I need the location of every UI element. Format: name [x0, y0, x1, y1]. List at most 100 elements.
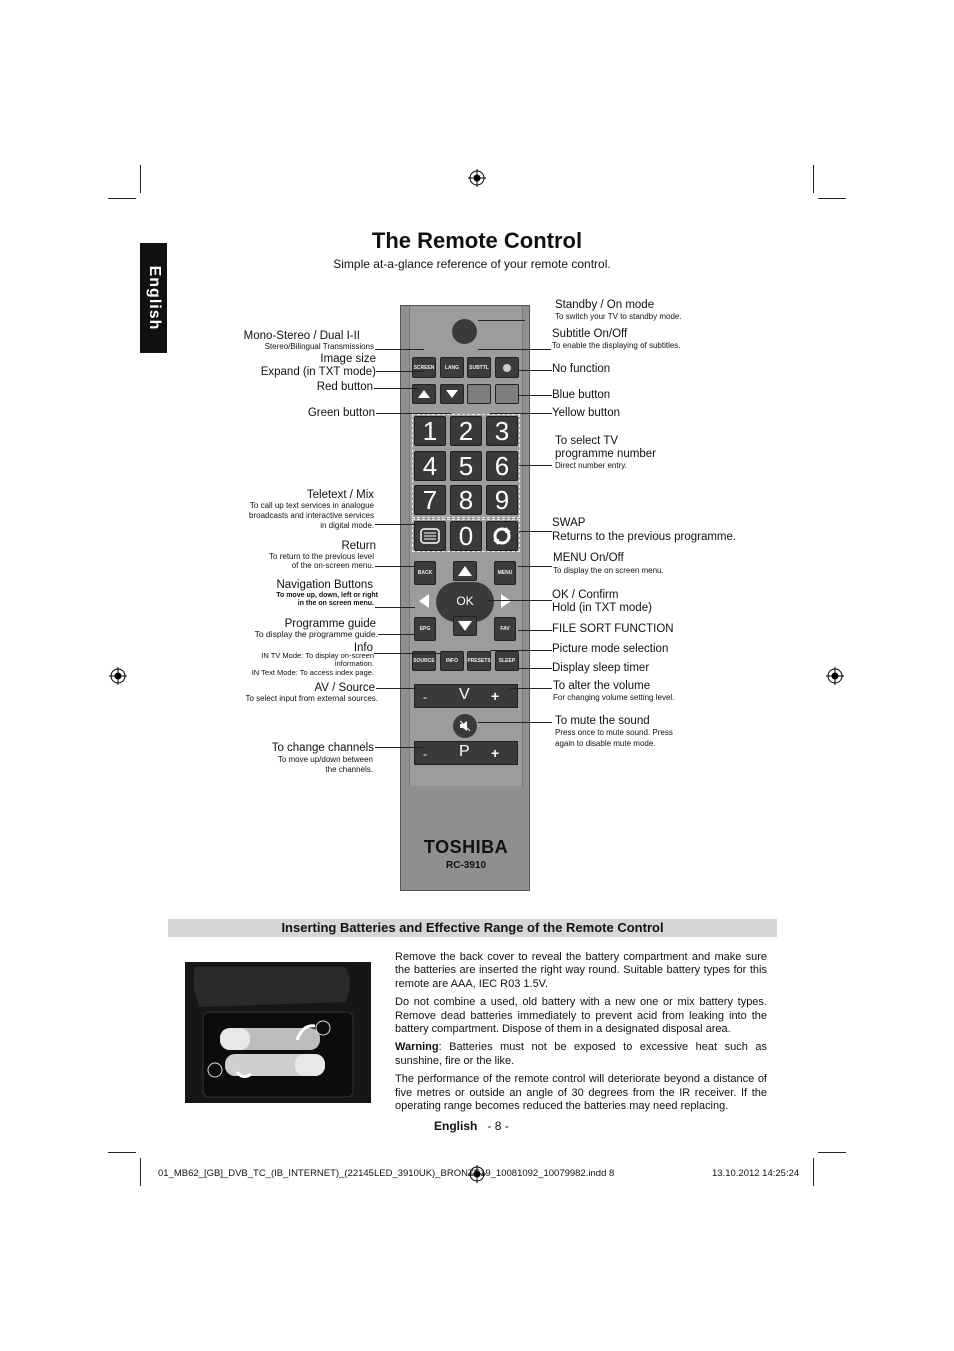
label-mute-desc-1: Press once to mute sound. Press	[555, 728, 673, 737]
label-file-sort: FILE SORT FUNCTION	[552, 623, 674, 635]
registration-mark-icon	[826, 667, 844, 685]
label-av-source: AV / Source	[314, 682, 375, 694]
label-volume-desc: For changing volume setting level.	[553, 693, 675, 702]
label-menu: MENU On/Off	[553, 552, 624, 564]
number-pad-outline	[412, 414, 520, 518]
fav-button: FAV	[494, 617, 516, 641]
registration-mark-icon	[468, 169, 486, 187]
no-function-button	[495, 357, 519, 378]
programme-minus: -	[423, 747, 427, 761]
epg-button: EPG	[414, 617, 436, 641]
footer-filename: 01_MB62_[GB]_DVB_TC_(IB_INTERNET)_(22145…	[158, 1168, 615, 1179]
label-programme-guide-desc: To display the programme guide.	[254, 629, 378, 639]
label-standby-desc: To switch your TV to standby mode.	[555, 312, 682, 321]
back-button: BACK	[414, 561, 436, 585]
label-info: Info	[353, 642, 373, 654]
label-mute-desc-2: again to disable mute mode.	[555, 739, 656, 748]
label-ok-desc: Hold (in TXT mode)	[552, 602, 652, 614]
navigation-cluster	[436, 582, 494, 622]
leader-line	[375, 566, 415, 567]
leader-line	[478, 349, 551, 350]
label-image-size-desc: Expand (in TXT mode)	[260, 366, 376, 378]
crop-mark	[108, 1152, 136, 1153]
label-teletext-desc-2: broadcasts and interactive services	[249, 511, 374, 520]
swap-icon	[493, 527, 511, 545]
leader-line	[478, 722, 552, 723]
label-select-tv-1: To select TV	[555, 435, 619, 447]
label-info-desc-1: IN TV Mode: To display on-screen	[261, 651, 374, 660]
screen-button: SCREEN	[412, 357, 436, 378]
crop-mark	[813, 1158, 814, 1186]
battery-photo-illustration	[185, 962, 371, 1103]
digit-1-button: 1	[414, 416, 446, 446]
remote-model-number: RC-3910	[445, 860, 487, 871]
leader-line	[375, 524, 415, 525]
label-image-size: Image size	[320, 353, 376, 365]
label-subtitle: Subtitle On/Off	[552, 328, 628, 340]
digit-5-button: 5	[450, 451, 482, 481]
remote-illustration: SCREEN LANG SUBTTL 1 2 3 4 5 6 7 8 9 0 B…	[400, 305, 530, 891]
label-no-function: No function	[552, 363, 611, 375]
programme-label: P	[459, 743, 470, 760]
leader-line	[374, 653, 440, 654]
circle-icon	[503, 363, 511, 372]
presets-button: PRESETS	[467, 651, 491, 671]
digit-9-button: 9	[486, 485, 518, 515]
label-teletext-desc-1: To call up text services in analogue	[249, 501, 374, 510]
leader-line	[518, 566, 552, 567]
warning-label: Warning	[395, 1041, 439, 1054]
label-change-channels-desc-2: the channels.	[325, 765, 373, 774]
leader-line	[490, 650, 552, 651]
info-button: INFO	[440, 651, 464, 671]
label-volume: To alter the volume	[553, 680, 651, 692]
footer-language: English	[434, 1119, 478, 1133]
arrow-right-icon	[501, 594, 511, 608]
standby-button	[452, 319, 477, 344]
volume-label: V	[459, 686, 470, 703]
red-button	[412, 384, 436, 404]
leader-line	[518, 395, 552, 396]
subtitle-button: SUBTTL	[467, 357, 491, 378]
crop-mark	[140, 165, 141, 193]
crop-mark	[813, 165, 814, 193]
sleep-button: SLEEP	[495, 651, 519, 671]
leader-line	[519, 531, 552, 532]
label-change-channels: To change channels	[271, 742, 374, 754]
registration-mark-icon	[468, 1165, 486, 1183]
leader-line	[478, 320, 525, 321]
page-footer: English - 8 -	[434, 1119, 509, 1133]
crop-mark	[108, 198, 136, 199]
nav-down-button	[453, 616, 477, 636]
programme-plus: +	[491, 745, 500, 761]
label-select-tv-2: programme number	[555, 448, 656, 460]
label-info-desc-3: IN Text Mode: To access index page.	[251, 668, 374, 677]
label-teletext: Teletext / Mix	[306, 489, 374, 501]
label-programme-guide: Programme guide	[284, 618, 376, 630]
menu-button: MENU	[494, 561, 516, 585]
swap-button	[486, 521, 518, 551]
digit-3-button: 3	[486, 416, 518, 446]
label-subtitle-desc: To enable the displaying of subtitles.	[552, 341, 681, 350]
label-swap-desc: Returns to the previous programme.	[552, 531, 737, 543]
crop-mark	[818, 1152, 846, 1153]
leader-line	[376, 413, 451, 414]
blue-button	[495, 384, 519, 404]
battery-compartment-photo	[185, 962, 371, 1103]
label-av-source-desc: To select input from external sources.	[245, 694, 378, 703]
label-mono-stereo: Mono-Stereo / Dual I-II	[243, 330, 360, 342]
language-tab-label: English	[145, 265, 163, 331]
leader-line	[376, 688, 416, 689]
label-green-button: Green button	[307, 407, 375, 419]
bottom-row-outline	[412, 519, 520, 552]
leader-line	[518, 630, 552, 631]
paragraph: Remove the back cover to reveal the batt…	[395, 951, 767, 990]
label-select-tv-desc: Direct number entry.	[555, 461, 627, 470]
leader-line	[488, 600, 552, 601]
label-teletext-desc-3: in digital mode.	[320, 521, 374, 530]
section-heading: Inserting Batteries and Effective Range …	[281, 920, 664, 935]
leader-line	[374, 388, 419, 389]
digit-7-button: 7	[414, 485, 446, 515]
teletext-icon	[420, 528, 440, 544]
crop-mark	[140, 1158, 141, 1186]
leader-line	[518, 370, 552, 371]
